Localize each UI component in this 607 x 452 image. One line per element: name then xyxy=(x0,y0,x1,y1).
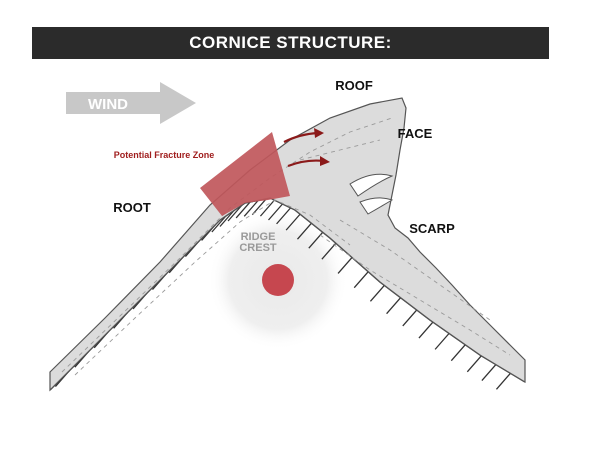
hatch-line xyxy=(418,321,434,339)
arrow-head-lower xyxy=(320,156,330,166)
hatch-line xyxy=(259,199,275,217)
hatch-line xyxy=(337,256,353,274)
hatch-line xyxy=(434,332,450,350)
hatch-line xyxy=(402,309,418,327)
crest-label: CREST xyxy=(239,242,277,254)
hatch-line xyxy=(369,284,385,302)
hatch-line xyxy=(227,204,243,222)
hatch-line xyxy=(296,222,312,240)
hatch-line xyxy=(219,210,235,227)
hatch-line xyxy=(481,364,497,381)
hatch-line xyxy=(495,372,511,390)
hatch-line xyxy=(450,344,466,362)
hatch-line xyxy=(211,215,227,233)
root-label: ROOT xyxy=(113,200,151,215)
hatch-line xyxy=(386,297,402,315)
hatch-line xyxy=(321,242,337,260)
scarp-label: SCARP xyxy=(409,221,455,236)
title-bar: CORNICE STRUCTURE: xyxy=(32,27,549,59)
hatch-line xyxy=(276,207,292,225)
hatch-line xyxy=(235,201,251,219)
diagram-title: CORNICE STRUCTURE: xyxy=(189,33,392,52)
fracture-zone xyxy=(200,132,290,216)
scarp-crack-upper xyxy=(349,173,394,197)
hatch-line xyxy=(353,271,369,289)
hatch-line xyxy=(243,199,259,217)
scarp-crack-lower xyxy=(359,197,394,215)
ridge-label: RIDGE xyxy=(241,231,276,243)
hatch-line xyxy=(285,213,301,231)
arrow-head-upper xyxy=(314,128,324,138)
ridge-crest-marker xyxy=(262,264,294,296)
wind-label: WIND xyxy=(88,96,128,113)
hatch-line xyxy=(251,198,267,216)
hatch-line xyxy=(268,203,283,221)
fracture-zone-label: Potential Fracture Zone xyxy=(114,150,215,160)
roof-label: ROOF xyxy=(335,78,373,93)
hatch-line xyxy=(466,355,482,373)
face-label: FACE xyxy=(398,126,433,141)
wind-arrow xyxy=(66,82,196,124)
